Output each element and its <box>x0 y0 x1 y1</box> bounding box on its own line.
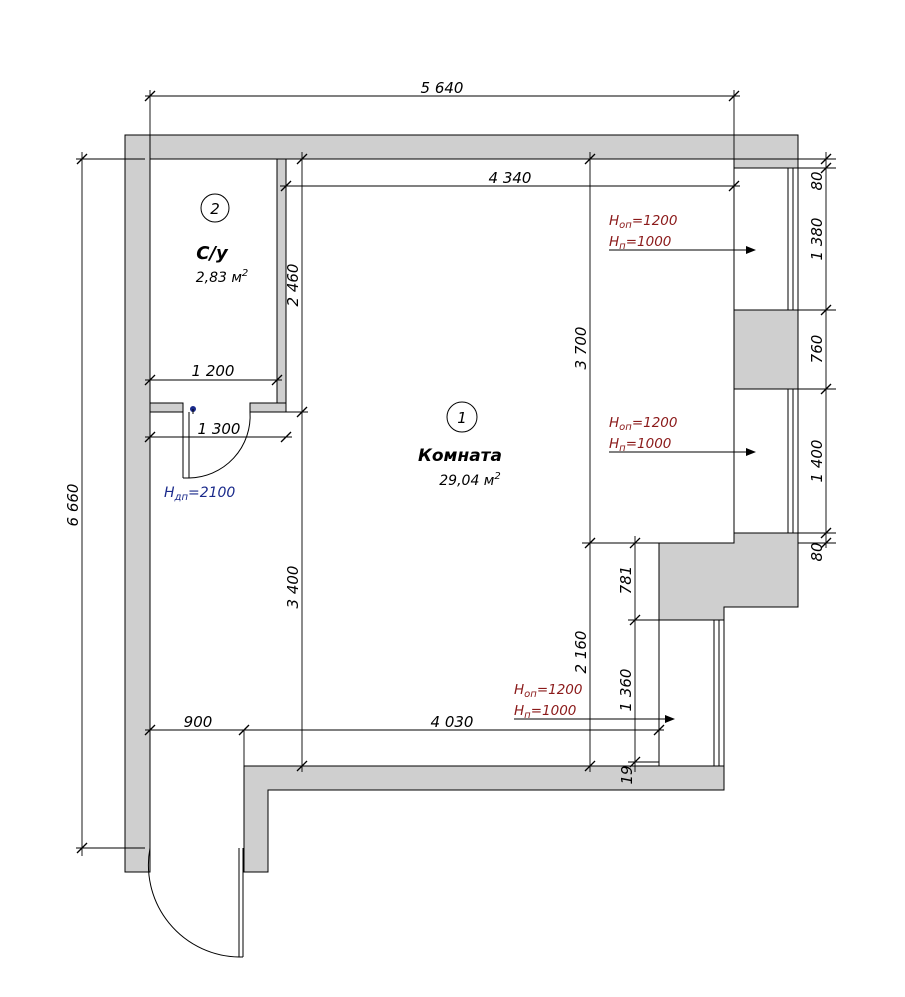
dim-left-lower: 3 400 <box>284 566 302 609</box>
right-wall-lower-block <box>658 532 799 621</box>
window-note-2: Hоп=1200 Hп=1000 <box>609 415 756 456</box>
svg-text:Hоп=1200: Hоп=1200 <box>609 213 677 231</box>
window-lower-right <box>658 619 725 767</box>
room-1-number: 1 <box>457 409 467 427</box>
top-wall <box>124 134 799 160</box>
dim-window-top-80: 80 <box>808 171 826 190</box>
bath-bottom-wall-left <box>149 402 184 413</box>
window-note-3: Hоп=1200 Hп=1000 <box>514 682 675 723</box>
dim-right-781: 781 <box>617 566 635 595</box>
right-wall-top-strip <box>733 158 799 169</box>
dim-window-bottom-80: 80 <box>808 542 826 561</box>
room-2-number: 2 <box>210 200 220 218</box>
left-wall <box>124 134 151 873</box>
bath-bottom-wall-right <box>249 402 287 413</box>
dimension-lines <box>76 90 836 856</box>
svg-text:Hп=1000: Hп=1000 <box>609 436 671 454</box>
dim-room-width-top: 4 340 <box>489 169 532 187</box>
dim-window-1400: 1 400 <box>808 440 826 483</box>
dim-bath-outer-width: 1 300 <box>198 420 241 438</box>
right-wall-pier <box>733 309 799 390</box>
dim-room-width-bottom: 4 030 <box>431 713 474 731</box>
room-2-label: 2 С/у 2,83 м2 <box>196 193 249 286</box>
room-1-name: Комната <box>418 446 502 466</box>
svg-text:Hп=1000: Hп=1000 <box>514 703 576 721</box>
room-1-label: 1 Комната 29,04 м2 <box>418 401 502 489</box>
svg-text:Hоп=1200: Hоп=1200 <box>609 415 677 433</box>
bottom-wall <box>243 765 725 873</box>
window-middle-right <box>733 388 799 534</box>
dim-total-width: 5 640 <box>421 79 464 97</box>
svg-text:Hп=1000: Hп=1000 <box>609 234 671 252</box>
dim-corridor-width: 900 <box>184 713 213 731</box>
room-2-area: 2,83 м2 <box>196 268 249 286</box>
doors <box>147 406 251 958</box>
window-note-1: Hоп=1200 Hп=1000 <box>609 213 756 254</box>
room-1-area: 29,04 м2 <box>439 471 500 489</box>
svg-text:Hоп=1200: Hоп=1200 <box>514 682 582 700</box>
dim-pier-760: 760 <box>808 335 826 364</box>
dim-bath-inner-width: 1 200 <box>192 362 235 380</box>
entrance-door-swing <box>147 847 240 958</box>
dimension-labels: 5 640 4 340 6 660 1 200 1 300 2 460 3 40… <box>64 79 826 785</box>
dim-room-right-height: 3 700 <box>572 327 590 370</box>
walls <box>124 134 799 873</box>
door-height-note: Hдп=2100 <box>164 485 235 503</box>
bath-door-swing <box>188 411 251 479</box>
windows <box>658 167 799 767</box>
dim-total-height: 6 660 <box>64 484 82 527</box>
dim-right-19: 19 <box>618 765 636 784</box>
dim-window-1380: 1 380 <box>808 218 826 261</box>
dim-bath-height: 2 460 <box>284 264 302 307</box>
dim-room-lower-right: 2 160 <box>572 631 590 674</box>
room-2-name: С/у <box>196 243 229 264</box>
window-upper-right <box>733 167 799 311</box>
dim-right-1360: 1 360 <box>617 669 635 712</box>
